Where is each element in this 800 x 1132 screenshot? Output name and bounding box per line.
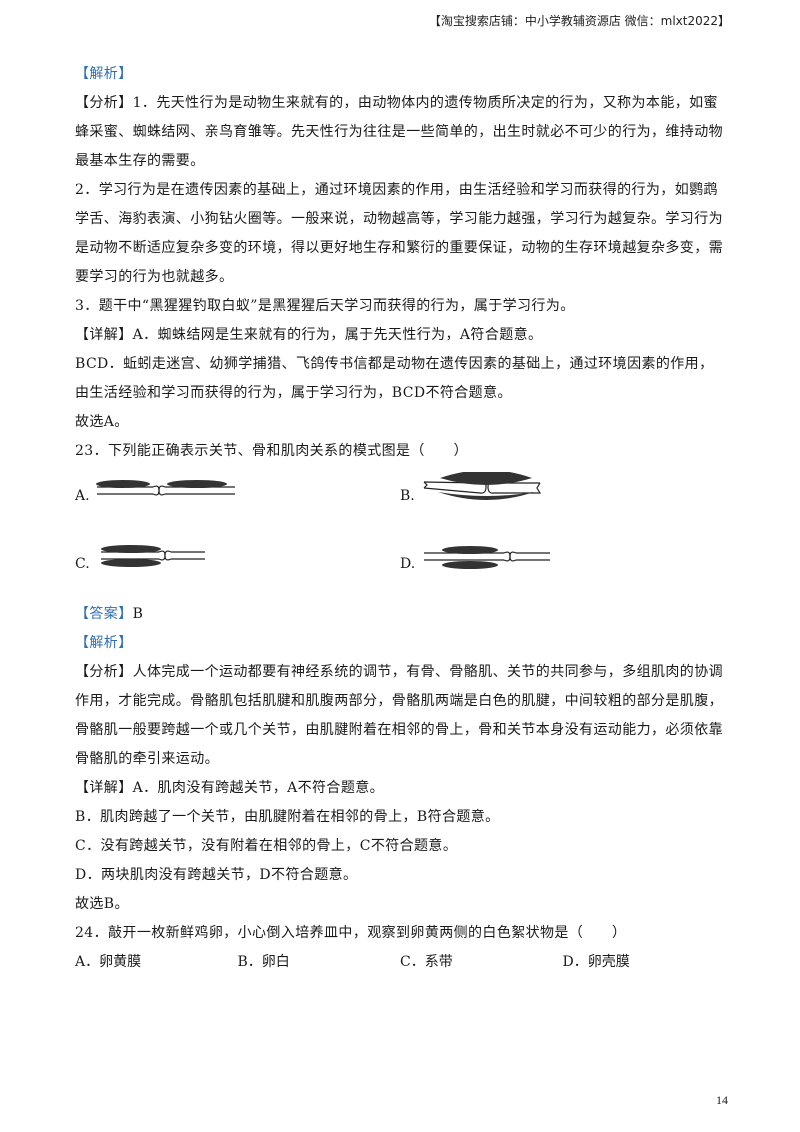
option-d-diagram — [424, 546, 550, 569]
q24-choice-b: B．卵白 — [237, 954, 290, 970]
q23-stem: 23．下列能正确表示关节、骨和肌肉关系的模式图是（ ） — [75, 443, 469, 459]
option-b-label: B. — [400, 488, 415, 504]
q23-xiangjie-d: D．两块肌肉没有跨越关节，D不符合题意。 — [75, 867, 358, 883]
q22-xiangjie-bcd: BCD．蚯蚓走迷宫、幼狮学捕猎、飞鸽传书信都是动物在遗传因素的基础上，通过环境因… — [75, 356, 714, 401]
option-d-label: D. — [400, 556, 416, 572]
page-content: 【解析】 【分析】1．先天性行为是动物生来就有的，由动物体内的遗传物质所决定的行… — [75, 60, 725, 977]
q23-option-c: C. — [75, 540, 325, 590]
page-number: 14 — [716, 1093, 728, 1107]
q22-jiexi-tag: 【解析】 — [75, 66, 133, 82]
q22-fenxi-tag: 【分析】 — [75, 95, 133, 111]
q23-option-b: B. — [400, 472, 650, 522]
q23-xiangjie-tag: 【详解】 — [75, 780, 133, 796]
option-a-diagram — [96, 480, 235, 496]
q22-xiangjie-tag: 【详解】 — [75, 327, 133, 343]
q23-fenxi: 【分析】人体完成一个运动都要有神经系统的调节，有骨、骨骼肌、关节的共同参与，多组… — [75, 664, 724, 767]
q23-fenxi-tag: 【分析】 — [75, 664, 133, 680]
q23-answer: 【答案】B — [75, 600, 725, 629]
q22-conclusion: 故选A。 — [75, 414, 129, 430]
q23-options: A. B. — [75, 470, 725, 600]
q22-fenxi-3: 3．题干中“黑猩猩钓取白蚁”是黑猩猩后天学习而获得的行为，属于学习行为。 — [75, 298, 575, 314]
q24-choices: A．卵黄膜 B．卵白 C．系带 D．卵壳膜 — [75, 948, 725, 977]
q23-conclusion: 故选B。 — [75, 896, 129, 912]
option-c-label: C. — [75, 556, 90, 572]
q24-choice-a: A．卵黄膜 — [75, 954, 142, 970]
option-c-diagram — [101, 545, 205, 567]
option-b-diagram — [423, 472, 542, 500]
q22-fenxi-2: 2．学习行为是在遗传因素的基础上，通过环境因素的作用，由生活经验和学习而获得的行… — [75, 182, 723, 285]
header-shop-info: 【淘宝搜索店铺：中小学教辅资源店 微信：mlxt2022】 — [428, 14, 730, 28]
q23-option-d: D. — [400, 540, 650, 590]
q23-xiangjie-c: C．没有跨越关节，没有附着在相邻的骨上，C不符合题意。 — [75, 838, 458, 854]
q23-option-a: A. — [75, 472, 325, 522]
q22-xiangjie-a: 【详解】A．蜘蛛结网是生来就有的行为，属于先天性行为，A符合题意。 — [75, 327, 543, 343]
q24-choice-c: C．系带 — [400, 954, 453, 970]
q24-stem: 24．敲开一枚新鲜鸡卵，小心倒入培养皿中，观察到卵黄两侧的白色絮状物是（ ） — [75, 925, 627, 941]
q23-answer-tag: 【答案】 — [75, 606, 133, 622]
q23-xiangjie-a: 【详解】A．肌肉没有跨越关节，A不符合题意。 — [75, 780, 385, 796]
q23-jiexi-tag: 【解析】 — [75, 635, 133, 651]
q23-xiangjie-b: B．肌肉跨越了一个关节，由肌腱附着在相邻的骨上，B符合题意。 — [75, 809, 500, 825]
q22-fenxi-1: 【分析】1．先天性行为是动物生来就有的，由动物体内的遗传物质所决定的行为，又称为… — [75, 95, 723, 169]
q23-answer-value: B — [132, 606, 144, 622]
q24-choice-d: D．卵壳膜 — [562, 954, 630, 970]
option-a-label: A. — [75, 488, 90, 504]
